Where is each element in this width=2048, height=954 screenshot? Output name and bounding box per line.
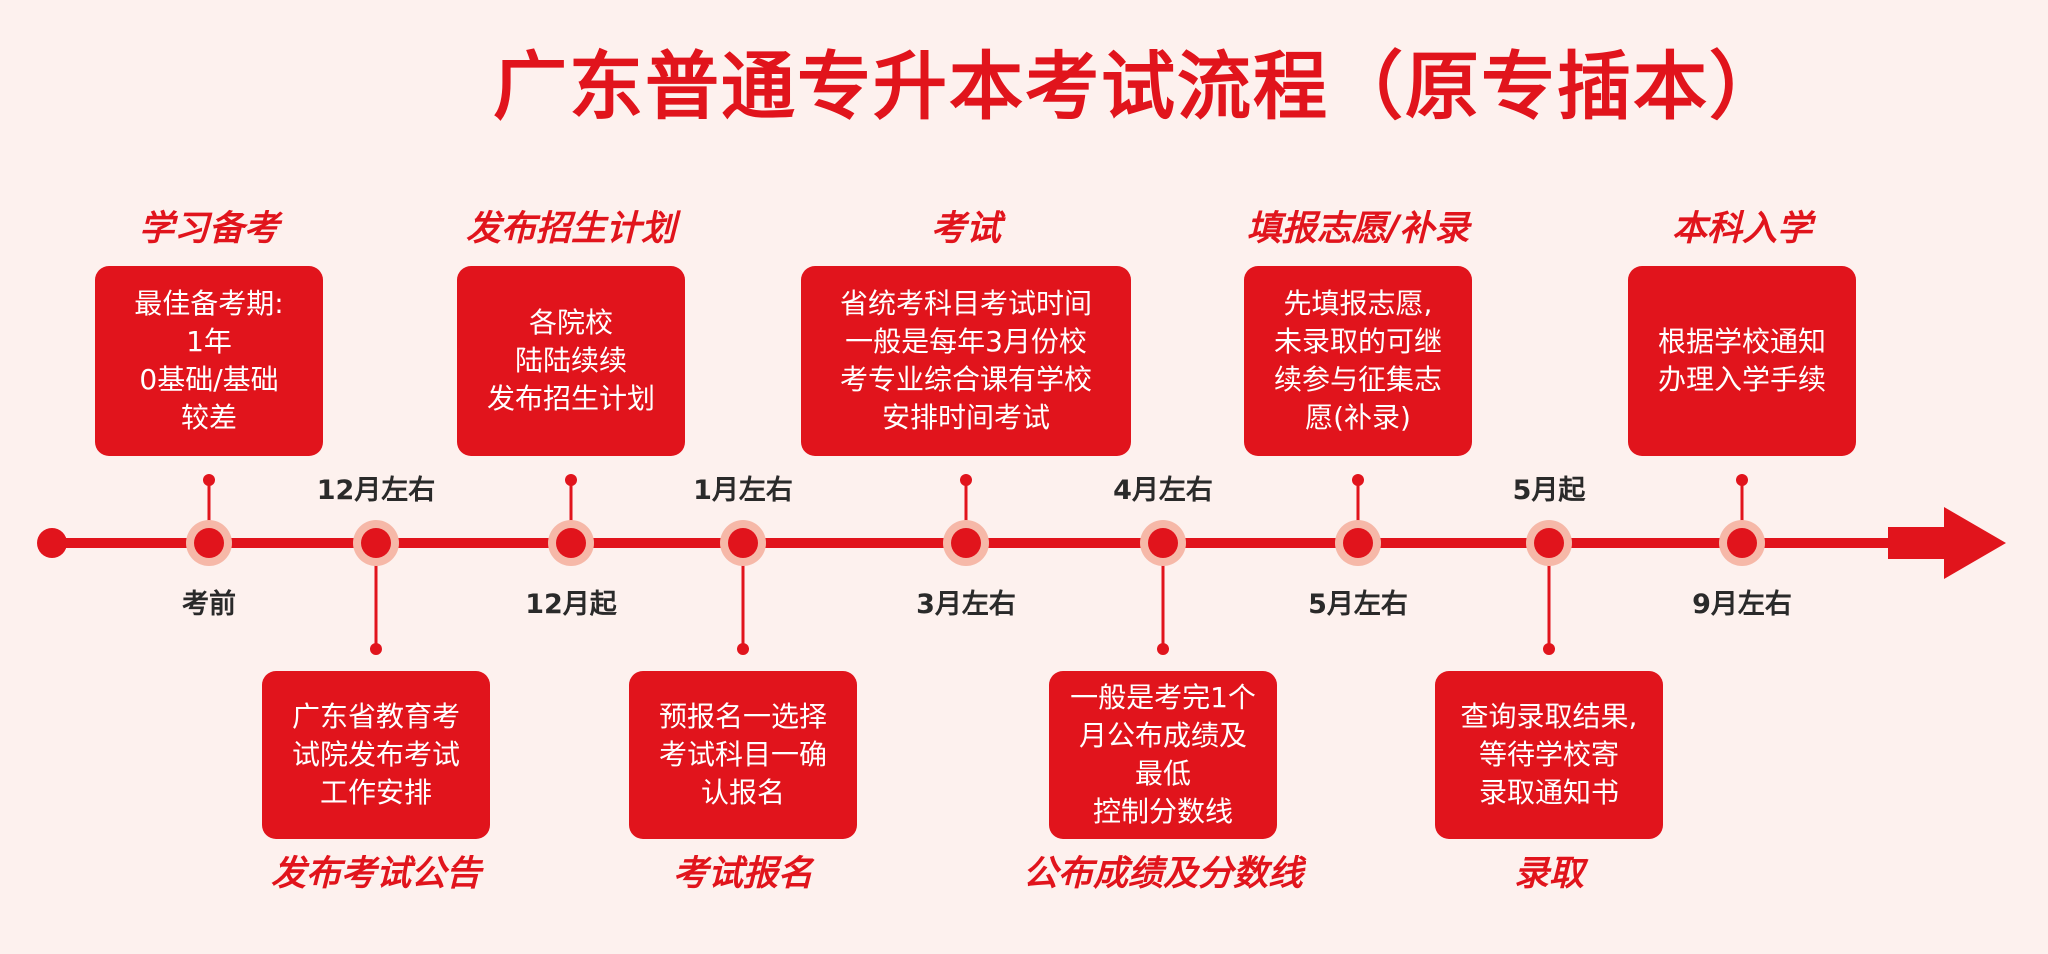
stage-description-line: 续参与征集志 [1273,363,1442,396]
stage-label: 发布招生计划 [465,209,677,249]
page-title: 广东普通专升本考试流程（原专插本） [493,44,1785,130]
stage-description-line: 发布招生计划 [486,382,655,415]
stage-date: 5月起 [1512,475,1586,506]
stage-label: 本科入学 [1671,209,1813,249]
stage-label: 考试 [930,209,1002,249]
stage-description-box: 广东省教育考试院发布考试工作安排 [262,671,490,839]
stage-description-line: 陆陆续续 [514,344,627,377]
stage-description-line: 一般是每年3月份校 [845,325,1087,358]
stage-description-line: 安排时间考试 [881,401,1050,434]
stage-description-line: 根据学校通知 [1657,325,1826,358]
stage-description-line: 控制分数线 [1092,795,1233,828]
timeline-arrow-head [1944,507,2006,579]
stage-description-line: 工作安排 [319,776,432,809]
stage-node [1727,528,1757,558]
stage-date: 考前 [182,589,236,620]
stage-description-line: 各院校 [528,306,613,339]
stage-description-line: 最低 [1134,757,1191,790]
stage-node [556,528,586,558]
stage-description-line: 录取通知书 [1478,776,1619,809]
timeline-arrow-shaft [1888,527,1948,559]
stage-connector-dot [960,474,972,486]
stage-node [728,528,758,558]
timeline-start-dot [37,528,67,558]
stage-description-line: 考专业综合课有学校 [839,363,1092,396]
stage-description-line: 办理入学手续 [1657,363,1826,396]
stage-connector-dot [1543,643,1555,655]
stage-connector-dot [1352,474,1364,486]
stage-description-box: 各院校陆陆续续发布招生计划 [457,266,685,456]
stage-connector-dot [565,474,577,486]
stage-label: 学习备考 [138,209,280,249]
stage-description-line: 0基础/基础 [139,363,279,396]
stage-connector-dot [1157,643,1169,655]
stage-date: 12月起 [525,589,617,620]
stage-description-line: 预报名一选择 [658,700,827,733]
stage-description-line: 广东省教育考 [291,700,460,733]
stage-date: 5月左右 [1308,589,1408,620]
stage-description-box: 一般是考完1个月公布成绩及最低控制分数线 [1049,671,1277,839]
stage-description-line: 未录取的可继 [1273,325,1442,358]
stage-connector-dot [203,474,215,486]
stage-description-line: 省统考科目考试时间 [839,287,1092,320]
stage-description-box: 查询录取结果, 等待学校寄录取通知书 [1435,671,1663,839]
stage-node [194,528,224,558]
stage-description-line: 考试科目一确 [658,738,827,771]
stage-description-line: 最佳备考期: [134,287,284,320]
stage-date: 4月左右 [1113,475,1213,506]
stage-description-box: 最佳备考期: 1年 0基础/基础较差 [95,266,323,456]
stage-connector-dot [1736,474,1748,486]
stage-node [1534,528,1564,558]
stage-description-box: 先填报志愿, 未录取的可继续参与征集志愿(补录) [1244,266,1472,456]
stage-connector-dot [737,643,749,655]
stage-label: 公布成绩及分数线 [1022,854,1304,894]
stage-label: 填报志愿/补录 [1246,209,1470,249]
stage-description-line: 1年 [186,325,232,358]
stage-description-line: 认报名 [700,776,785,809]
stage-description-line: 月公布成绩及 [1078,719,1247,752]
stage-description-box: 省统考科目考试时间一般是每年3月份校考专业综合课有学校安排时间考试 [801,266,1131,456]
stage-connector-dot [370,643,382,655]
stage-node [1148,528,1178,558]
stage-label: 考试报名 [672,854,814,894]
stage-date: 9月左右 [1692,589,1792,620]
stage-date: 1月左右 [693,475,793,506]
stage-description-line: 等待学校寄 [1478,738,1619,771]
stage-node [361,528,391,558]
stage-node [1343,528,1373,558]
stage-label: 录取 [1513,854,1585,894]
stage-description-line: 先填报志愿, [1283,287,1433,320]
stage-description-line: 查询录取结果, [1460,700,1638,733]
stage-label: 发布考试公告 [270,854,482,894]
stage-description-line: 愿(补录) [1305,401,1411,434]
stage-description-line: 试院发布考试 [291,738,460,771]
stage-node [951,528,981,558]
stage-date: 3月左右 [916,589,1016,620]
stage-description-box: 根据学校通知办理入学手续 [1628,266,1856,456]
stage-date: 12月左右 [316,475,436,506]
stage-description-box: 预报名一选择考试科目一确认报名 [629,671,857,839]
stage-description-line: 一般是考完1个 [1070,681,1256,714]
stage-description-line: 较差 [180,401,237,434]
